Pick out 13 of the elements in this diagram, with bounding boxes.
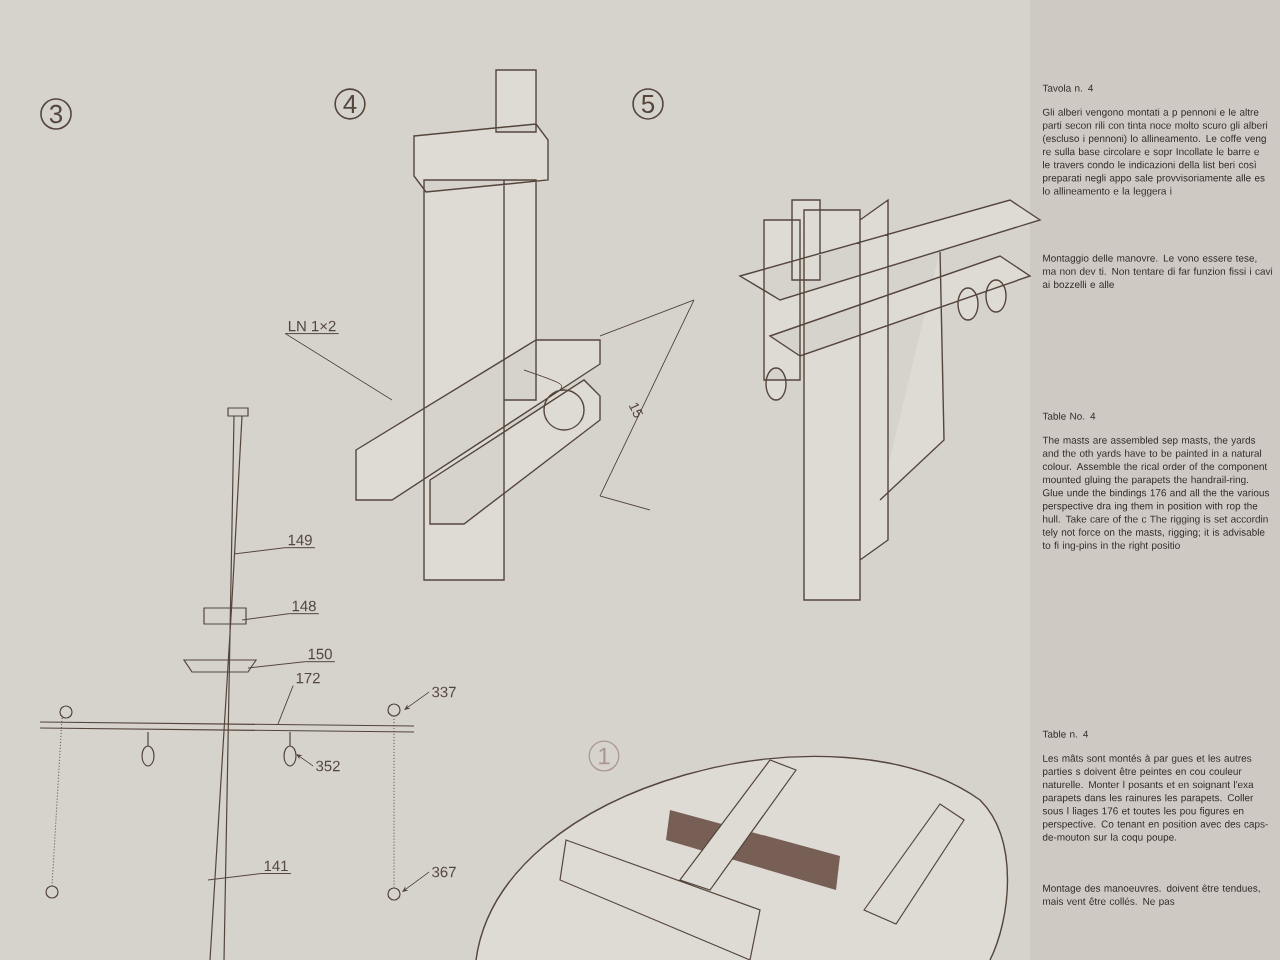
leader-line [247, 661, 336, 669]
figure-number: 4 [334, 88, 366, 120]
leader-line [277, 685, 294, 725]
leader-line [296, 754, 314, 767]
figure-number: 5 [632, 88, 664, 120]
leader-line [404, 691, 430, 710]
leader-line [284, 333, 393, 401]
leader-line [241, 613, 320, 621]
leader-line [402, 871, 430, 892]
leader-line [207, 873, 292, 881]
figure-number: 3 [40, 98, 72, 130]
leader-line [233, 547, 316, 555]
figure-number: 1 [588, 740, 620, 772]
